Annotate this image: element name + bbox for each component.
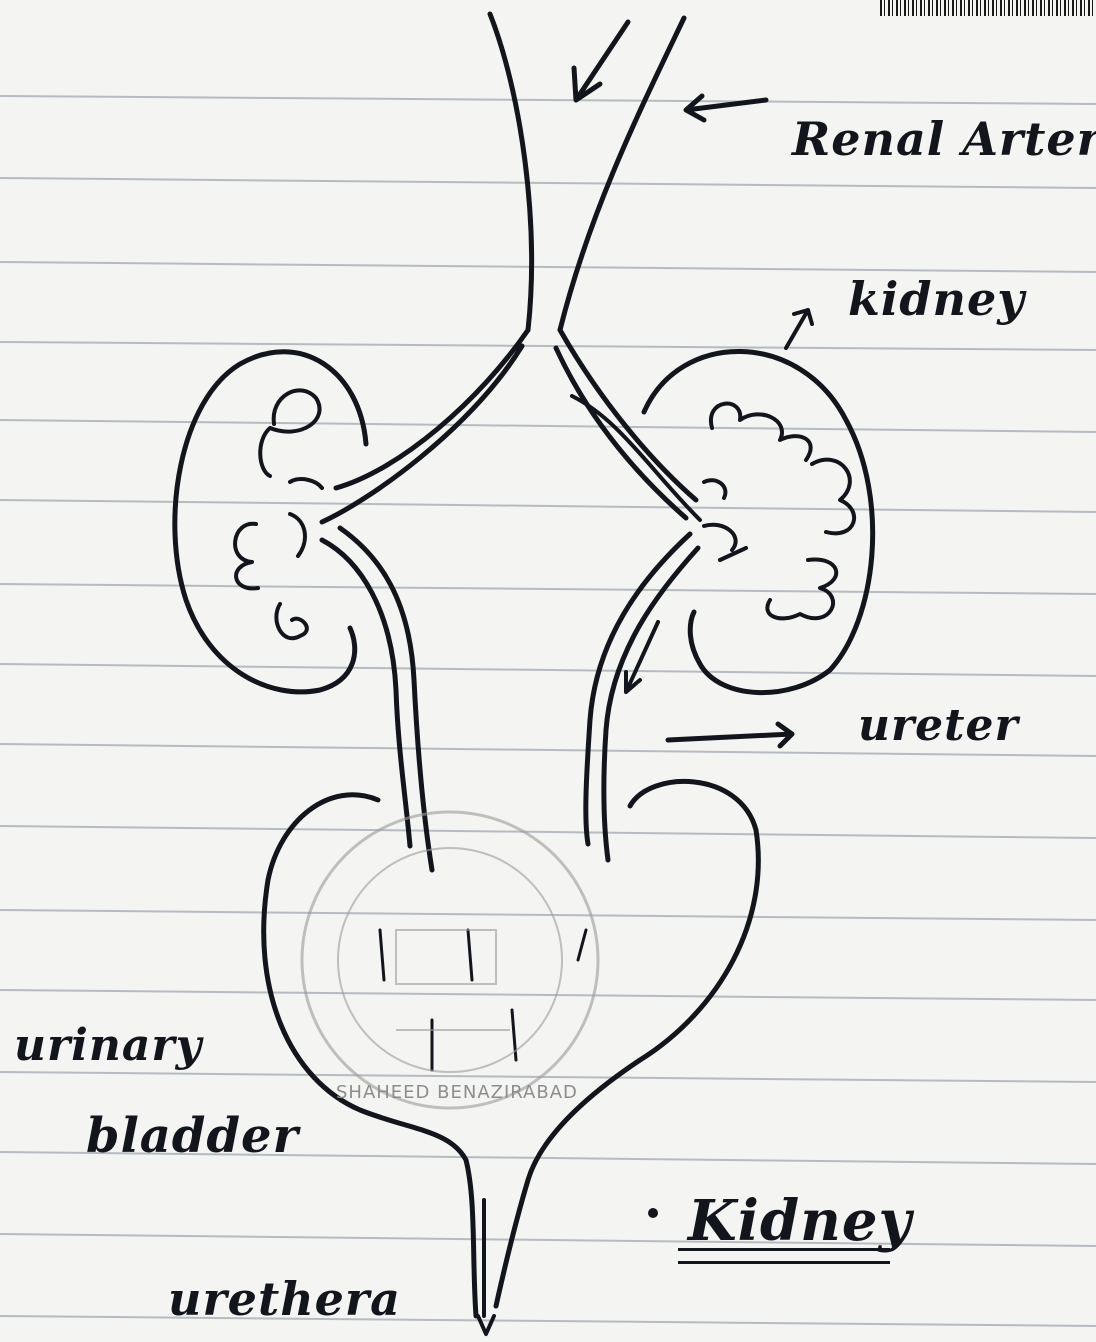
kidney-label-arrow [786,310,812,348]
left-kidney-calyx-3 [235,524,258,589]
left-kidney-calyx-1 [260,390,319,476]
right-kidney-calyx-4 [704,480,746,560]
artery-arrow-down [574,22,628,100]
left-kidney-calyx-4 [276,514,306,638]
stamp-seal [302,812,598,1108]
title-bullet [648,1208,658,1218]
urethra-label: urethera [168,1272,401,1326]
title-underline [678,1248,890,1264]
left-kidney-outline [175,352,366,692]
renal-artery-trunk [490,14,684,330]
right-renal-branch [556,330,696,518]
right-ureter [586,534,698,860]
artery-label-arrow [686,96,766,120]
diagram-title: Kidney [688,1188,912,1254]
right-kidney-calyx-1 [711,404,811,460]
right-kidney-outline [644,351,873,692]
stamp-text: SHAHEED BENAZIRABAD [336,1082,578,1103]
ureter-label-arrow [668,724,792,746]
left-ureter [322,528,432,870]
ureter-label: ureter [858,700,1019,751]
right-kidney-calyx-2 [812,460,854,534]
bladder-label: bladder [86,1108,299,1164]
urinary-label: urinary [14,1020,202,1071]
ureter-flow-arrow [626,622,658,692]
urethra-lines [478,1200,494,1334]
left-kidney-calyx-2 [290,479,322,488]
renal-artery-label: Renal Artery [792,112,1096,166]
right-kidney-calyx-3 [767,560,836,619]
kidney-label: kidney [848,272,1025,326]
